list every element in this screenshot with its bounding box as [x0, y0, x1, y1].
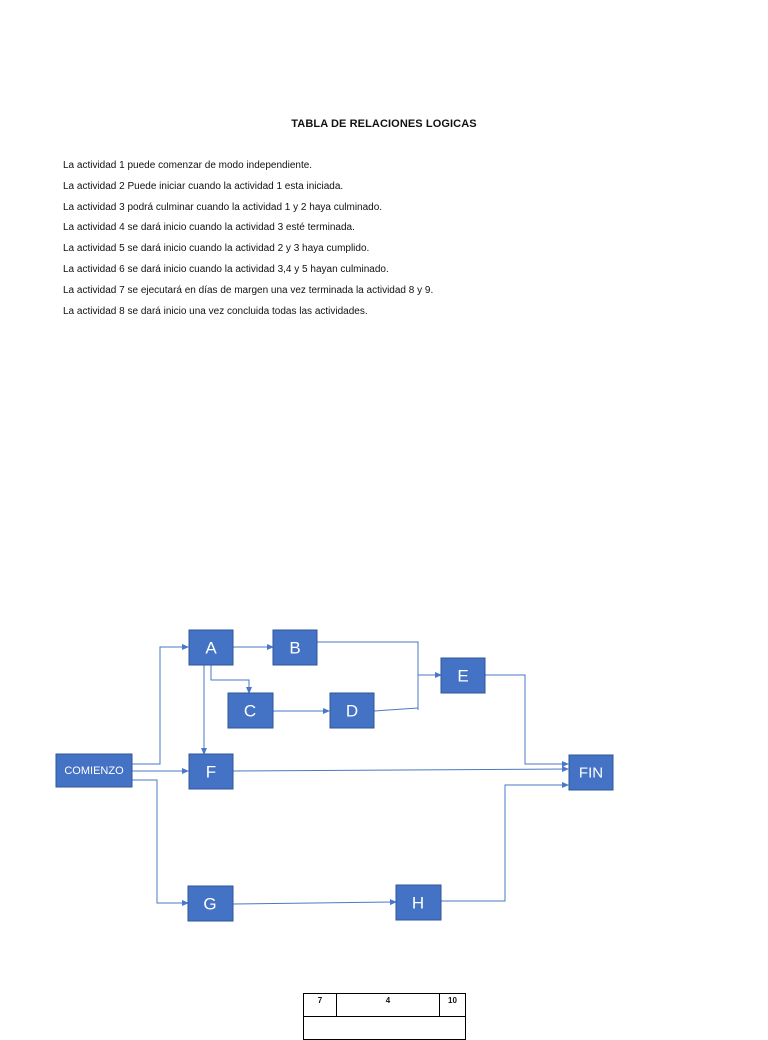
node-d: D: [329, 692, 375, 729]
rule-3: La actividad 3 podrá culminar cuando la …: [63, 201, 383, 213]
rule-4: La actividad 4 se dará inicio cuando la …: [63, 222, 355, 234]
edge-b-to-merge: [317, 641, 419, 710]
node-b-label: B: [289, 639, 300, 658]
table-row: 7 4 10: [303, 993, 466, 1017]
node-c-label: C: [244, 702, 256, 721]
node-e-label: E: [457, 667, 468, 686]
table-row: [303, 1016, 466, 1040]
node-g: G: [187, 885, 234, 922]
edge-h-to-fin: [441, 782, 569, 902]
edge-a-to-c: [210, 665, 252, 694]
edge-comienzo-to-g: [132, 779, 189, 906]
rules-list: La actividad 1 puede comenzar de modo in…: [63, 159, 433, 325]
node-f: F: [188, 753, 234, 790]
node-a: A: [188, 629, 234, 666]
table-cell-empty: [303, 1016, 466, 1040]
node-comienzo: COMIENZO: [55, 753, 133, 788]
rule-1: La actividad 1 puede comenzar de modo in…: [63, 160, 313, 171]
rule-2: La actividad 2 Puede iniciar cuando la a…: [63, 180, 344, 192]
node-h-label: H: [412, 894, 424, 913]
node-b: B: [272, 629, 318, 666]
rule-7: La actividad 7 se ejecutará en días de m…: [63, 284, 434, 296]
node-d-label: D: [346, 702, 358, 721]
node-g-label: G: [203, 895, 216, 914]
node-f-label: F: [206, 763, 216, 782]
edge-g-to-h: [232, 899, 397, 906]
node-e: E: [440, 657, 486, 694]
node-a-label: A: [205, 639, 217, 658]
rule-5: La actividad 5 se dará inicio cuando la …: [63, 243, 370, 255]
edge-comienzo-to-a: [132, 644, 189, 765]
node-c: C: [227, 692, 274, 729]
edge-e-to-fin: [485, 674, 569, 767]
node-h: H: [395, 884, 442, 921]
table-cell: 4: [336, 993, 440, 1017]
table-cell: 7: [303, 993, 337, 1017]
node-fin: FIN: [568, 754, 614, 791]
edge-d-to-merge: [373, 707, 419, 712]
table-cell: 10: [439, 993, 466, 1017]
bottom-data-table: 7 4 10: [303, 993, 466, 1040]
diagram-edges: [132, 641, 569, 906]
document-title: TABLA DE RELACIONES LOGICAS: [291, 118, 477, 130]
edge-f-to-fin: [232, 766, 569, 773]
rule-6: La actividad 6 se dará inicio cuando la …: [63, 263, 389, 275]
node-comienzo-label: COMIENZO: [64, 765, 124, 777]
node-fin-label: FIN: [579, 765, 603, 782]
rule-8: La actividad 8 se dará inicio una vez co…: [63, 305, 368, 317]
